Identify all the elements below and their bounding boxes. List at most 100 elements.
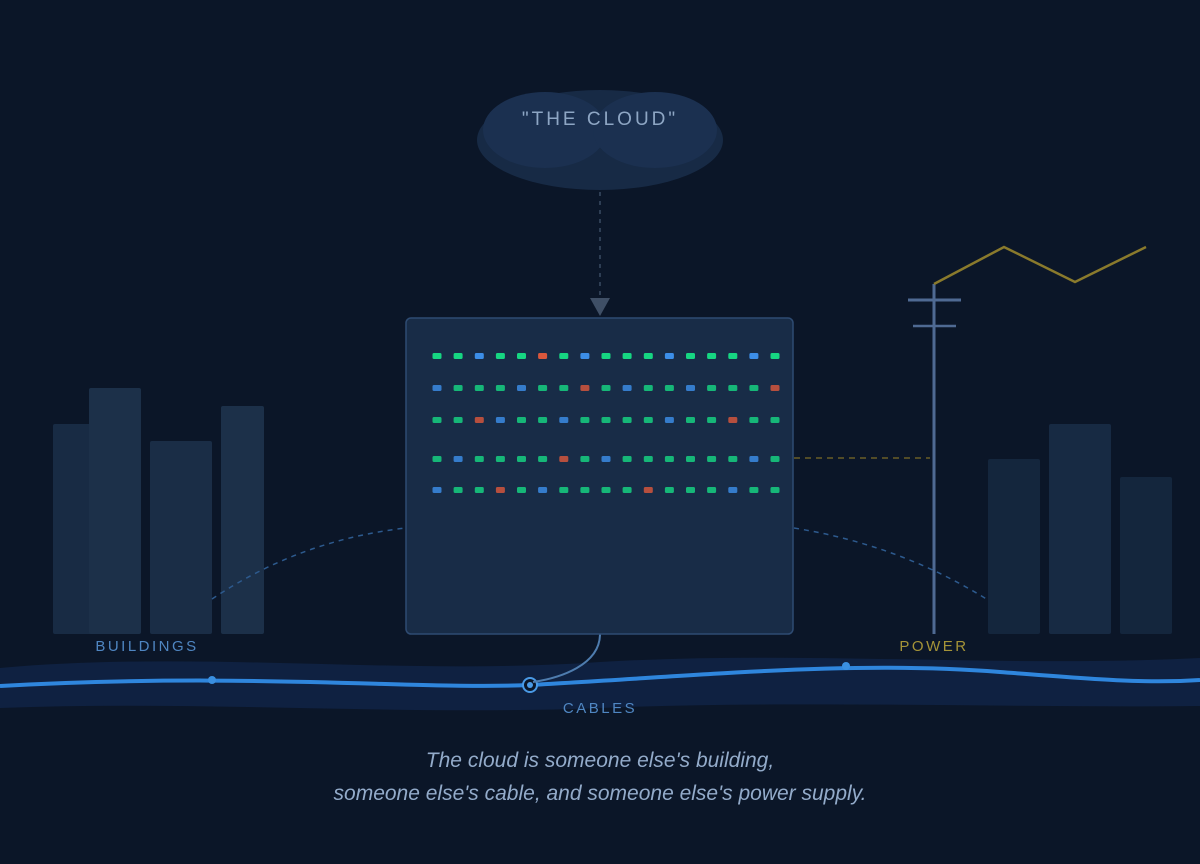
server-led: [728, 487, 738, 493]
server-led: [622, 487, 632, 493]
server-led: [538, 353, 548, 359]
server-led: [728, 417, 738, 423]
server-led: [474, 353, 484, 359]
server-led: [538, 456, 548, 462]
server-led: [495, 487, 505, 493]
server-led: [495, 353, 505, 359]
ground-band: [0, 657, 1200, 711]
server-led: [707, 487, 717, 493]
server-led: [517, 456, 526, 462]
server-led: [643, 487, 653, 493]
cable-node: [842, 662, 850, 670]
server-led: [495, 456, 505, 462]
cloud-label: "THE CLOUD": [521, 109, 679, 130]
server-led: [686, 385, 695, 391]
server-led: [643, 353, 653, 359]
server-led: [601, 487, 611, 493]
cloud-shape: [477, 90, 723, 190]
server-led: [770, 385, 780, 391]
server-box: [405, 317, 794, 635]
server-led: [453, 487, 463, 493]
server-led: [538, 487, 548, 493]
server-led: [686, 487, 695, 493]
server-led: [474, 417, 484, 423]
server-led: [559, 417, 569, 423]
caption-line-2: someone else's cable, and someone else's…: [333, 782, 867, 805]
server-led: [453, 353, 463, 359]
server-led: [664, 487, 674, 493]
server-led: [432, 487, 442, 493]
server-led: [622, 385, 632, 391]
server-led: [559, 385, 569, 391]
server-led: [453, 456, 463, 462]
building: [1120, 477, 1172, 634]
server-led: [643, 417, 653, 423]
server-led: [517, 417, 526, 423]
server-led: [749, 456, 759, 462]
server-led: [622, 456, 632, 462]
server-led: [474, 385, 484, 391]
server-led: [474, 487, 484, 493]
server-led: [559, 353, 569, 359]
server-led: [749, 417, 759, 423]
server-led: [686, 353, 695, 359]
server-led: [432, 417, 442, 423]
arrowhead-icon: [590, 298, 610, 316]
server-led: [728, 353, 738, 359]
server-led: [643, 456, 653, 462]
server-led: [517, 487, 526, 493]
server-led: [601, 417, 611, 423]
server-led: [707, 456, 717, 462]
building: [1049, 424, 1111, 634]
cable-junction-dot: [527, 682, 533, 688]
server-led: [538, 417, 548, 423]
server-led: [749, 487, 759, 493]
building: [150, 441, 212, 634]
server-led: [432, 456, 442, 462]
server-led: [601, 456, 611, 462]
server-led: [580, 385, 590, 391]
server-led: [432, 353, 442, 359]
server-led: [686, 417, 695, 423]
cable-node: [208, 676, 216, 684]
server-led: [432, 385, 442, 391]
server-cable-link: [532, 633, 601, 683]
buildings-right: [988, 424, 1172, 634]
server-led: [622, 417, 632, 423]
power-pole: [908, 284, 961, 634]
caption-line-1: The cloud is someone else's building,: [425, 749, 775, 772]
server-led: [453, 417, 463, 423]
building: [53, 424, 95, 634]
server-led: [495, 385, 505, 391]
server-led: [664, 417, 674, 423]
server-led: [686, 456, 695, 462]
caption: The cloud is someone else's building, so…: [200, 744, 1000, 810]
cable: [0, 665, 1200, 688]
building: [89, 388, 141, 634]
server-led: [580, 353, 590, 359]
cables-label: CABLES: [562, 700, 638, 717]
server-led: [707, 385, 717, 391]
server-led: [728, 456, 738, 462]
server-led: [770, 487, 780, 493]
building: [221, 406, 264, 634]
server-led: [559, 487, 569, 493]
server-led: [601, 353, 611, 359]
server-led: [538, 385, 548, 391]
server-led: [664, 456, 674, 462]
server-led: [601, 385, 611, 391]
server-led: [707, 417, 717, 423]
server-led: [728, 385, 738, 391]
building: [988, 459, 1040, 634]
server-led-grid: [432, 353, 780, 493]
server-led: [580, 417, 590, 423]
server-led: [580, 487, 590, 493]
server-led: [770, 353, 780, 359]
server-led: [770, 456, 780, 462]
server-led: [664, 353, 674, 359]
server-led: [495, 417, 505, 423]
server-led: [707, 353, 717, 359]
server-led: [643, 385, 653, 391]
